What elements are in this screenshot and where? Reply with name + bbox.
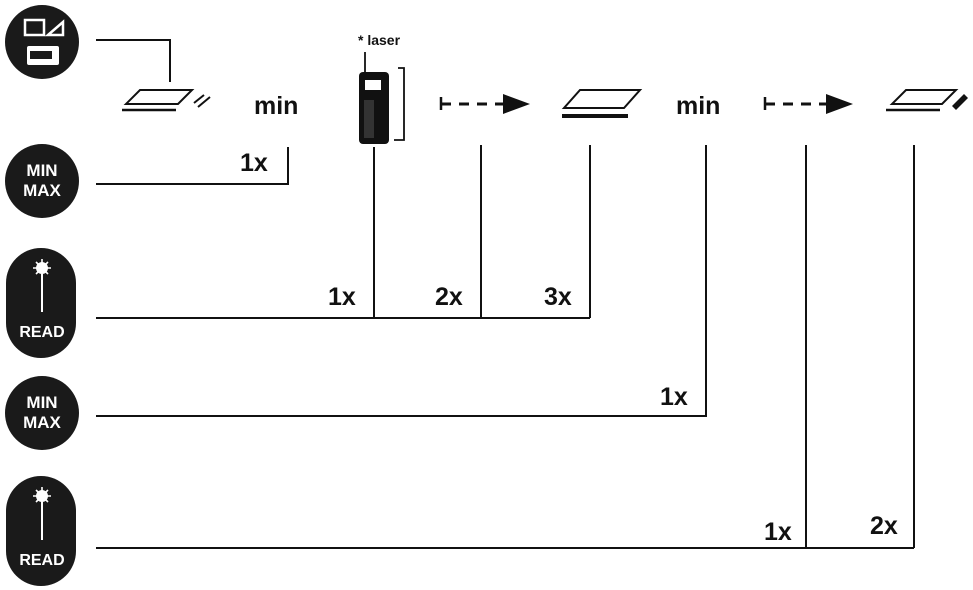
laser-note: * laser bbox=[358, 32, 401, 48]
reference-button bbox=[5, 5, 79, 79]
dashed-arrow-icon-1 bbox=[439, 94, 530, 114]
ref-connector bbox=[96, 39, 171, 82]
min-max-2-line2: MAX bbox=[23, 413, 61, 432]
min-label-1: min bbox=[254, 92, 298, 120]
read-2-label: READ bbox=[19, 552, 64, 569]
press-count-read1-b: 2x bbox=[435, 283, 463, 311]
min-max-1-line1: MIN bbox=[26, 161, 57, 180]
press-count-read2-a: 1x bbox=[764, 518, 792, 546]
laser-device-icon: * laser bbox=[358, 32, 405, 144]
read-button-1: READ bbox=[6, 248, 76, 358]
press-count-read1-c: 3x bbox=[544, 283, 572, 311]
min-max-button-1: MIN MAX bbox=[5, 144, 79, 218]
display-plate-icon-1 bbox=[122, 89, 211, 112]
min-max-button-2: MIN MAX bbox=[5, 376, 79, 450]
reference-plane-icon bbox=[23, 18, 65, 65]
dashed-arrow-icon-2 bbox=[763, 94, 853, 114]
minmax1-connector bbox=[96, 147, 289, 185]
press-count-read2-b: 2x bbox=[870, 512, 898, 540]
minmax2-connector bbox=[96, 145, 707, 417]
read-button-2: READ bbox=[6, 476, 76, 586]
connector-lines bbox=[96, 39, 915, 549]
press-count-minmax2: 1x bbox=[660, 383, 688, 411]
press-count-minmax1: 1x bbox=[240, 149, 268, 177]
display-plate-icon-2 bbox=[561, 89, 643, 118]
laser-dot-icon bbox=[33, 259, 51, 312]
read-1-label: READ bbox=[19, 324, 64, 341]
min-max-2-line1: MIN bbox=[26, 393, 57, 412]
min-max-1-line2: MAX bbox=[23, 181, 61, 200]
min-label-2: min bbox=[676, 92, 720, 120]
laser-dot-icon bbox=[33, 487, 51, 540]
display-plate-icon-3 bbox=[886, 89, 968, 112]
press-count-read1-a: 1x bbox=[328, 283, 356, 311]
